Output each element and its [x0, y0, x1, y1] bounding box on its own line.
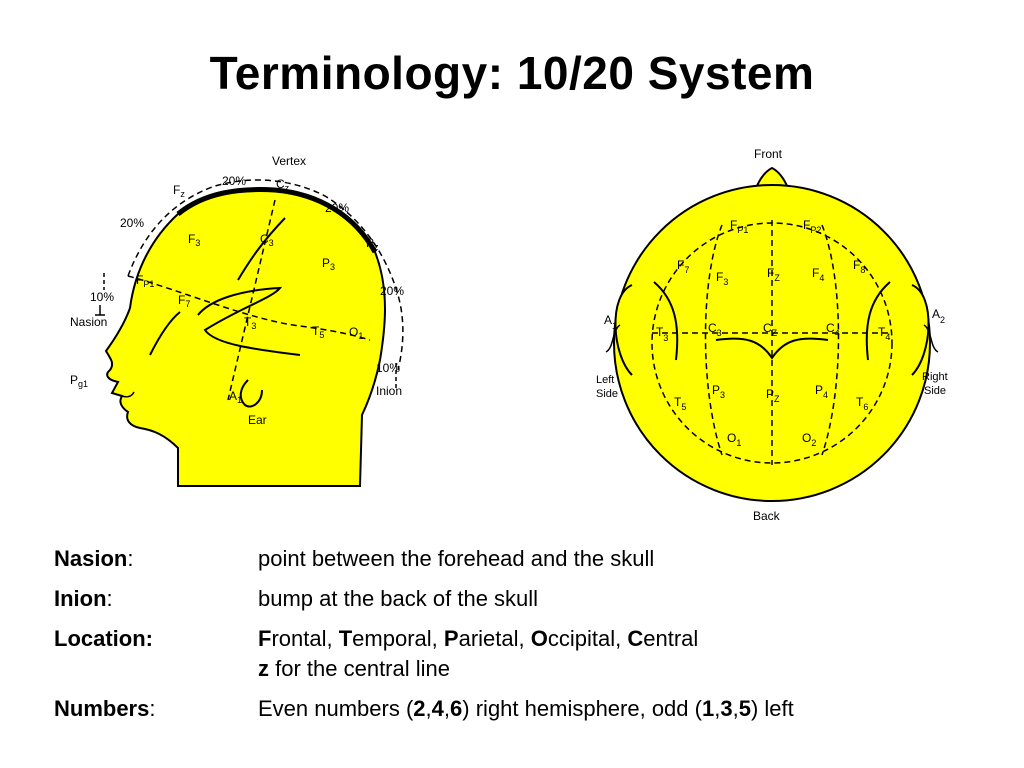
definition-inion: Inion: bump at the back of the skull — [54, 584, 994, 614]
top-a1: A1 — [604, 313, 617, 331]
side-horizontal-line — [127, 275, 371, 341]
left-ear — [614, 284, 633, 376]
term-location: Location: — [54, 626, 153, 651]
pct-10-front: 10% — [90, 290, 114, 304]
top-f8: F8 — [853, 258, 865, 275]
top-fz: FZ — [767, 266, 780, 283]
inion-label: Inion — [376, 384, 402, 398]
side-c3: C3 — [260, 232, 274, 248]
definition-location: Location: Frontal, Temporal, Parietal, O… — [54, 624, 994, 684]
pct-20-back: 20% — [380, 284, 404, 298]
top-p3: P3 — [712, 383, 725, 400]
side-f3: F3 — [188, 232, 200, 248]
top-fp1: FP1 — [730, 218, 748, 235]
desc-numbers: Even numbers (2,4,6) right hemisphere, o… — [258, 696, 794, 721]
back-label: Back — [753, 509, 781, 523]
top-view-diagram: Front Back Left Side Right Side FP1 FP2 … — [596, 147, 948, 523]
desc-inion: bump at the back of the skull — [258, 586, 539, 611]
top-o1: O1 — [727, 431, 741, 448]
right-ear — [911, 284, 930, 376]
pct-20-front: 20% — [120, 216, 144, 230]
slide-title: Terminology: 10/20 System — [209, 47, 815, 99]
side-pg1: Pg1 — [70, 373, 88, 389]
top-p4: P4 — [815, 383, 828, 400]
side-fp1: FP1 — [136, 273, 154, 289]
side-o1: O1 — [349, 325, 363, 341]
eeg-diagrams: Vertex 20% 20% 20% 20% 10% 10% Nasion In… — [70, 147, 948, 523]
ear-label: Ear — [248, 413, 267, 427]
side-f7: F7 — [178, 293, 190, 309]
term-inion: Inion — [54, 586, 107, 611]
top-o2: O2 — [802, 431, 816, 448]
side-t5: T5 — [312, 324, 324, 340]
top-t5: T5 — [674, 395, 686, 412]
right-side-label-1: Right — [922, 371, 948, 383]
side-coronal-line — [227, 199, 276, 401]
desc-location: Frontal, Temporal, Parietal, Occipital, … — [258, 626, 699, 681]
left-side-label-2: Side — [596, 388, 618, 400]
side-t3: T3 — [244, 315, 256, 331]
definitions-list: Nasion: point between the forehead and t… — [54, 544, 994, 734]
top-f4: F4 — [812, 266, 824, 283]
vertex-label: Vertex — [272, 154, 306, 168]
definition-nasion: Nasion: point between the forehead and t… — [54, 544, 994, 574]
side-view-diagram: Vertex 20% 20% 20% 20% 10% 10% Nasion In… — [70, 154, 404, 487]
side-p3: P3 — [322, 256, 335, 272]
definition-numbers: Numbers: Even numbers (2,4,6) right hemi… — [54, 694, 994, 724]
side-cz: Cz — [276, 177, 290, 193]
top-c3: C3 — [708, 321, 722, 338]
pct-20-back-top: 20% — [325, 201, 349, 215]
side-pz: Pz — [366, 236, 379, 252]
term-numbers: Numbers — [54, 696, 150, 721]
nasion-label: Nasion — [70, 315, 107, 329]
side-fz: Fz — [173, 183, 185, 199]
top-a2: A2 — [932, 307, 945, 325]
top-c4: C4 — [826, 321, 840, 338]
right-side-label-2: Side — [924, 385, 946, 397]
top-t3: T3 — [656, 325, 668, 343]
measurement-arc — [127, 179, 404, 371]
top-f3: F3 — [716, 270, 728, 287]
left-side-label-1: Left — [596, 374, 614, 386]
top-cz: CZ — [763, 321, 778, 338]
side-a1: A1 — [229, 389, 242, 405]
top-pz: PZ — [766, 387, 780, 404]
pct-10-back: 10% — [376, 361, 400, 375]
top-f7: F7 — [677, 258, 689, 275]
term-nasion: Nasion — [54, 546, 128, 571]
desc-nasion: point between the forehead and the skull — [258, 546, 655, 571]
top-t6: T6 — [856, 395, 868, 412]
head-side-silhouette — [104, 188, 386, 487]
top-t4: T4 — [878, 325, 890, 342]
ear-outline — [239, 379, 263, 408]
top-fp2: FP2 — [803, 218, 821, 235]
nose-bump — [755, 166, 789, 189]
pct-20-top: 20% — [222, 174, 246, 188]
front-label: Front — [754, 147, 783, 161]
